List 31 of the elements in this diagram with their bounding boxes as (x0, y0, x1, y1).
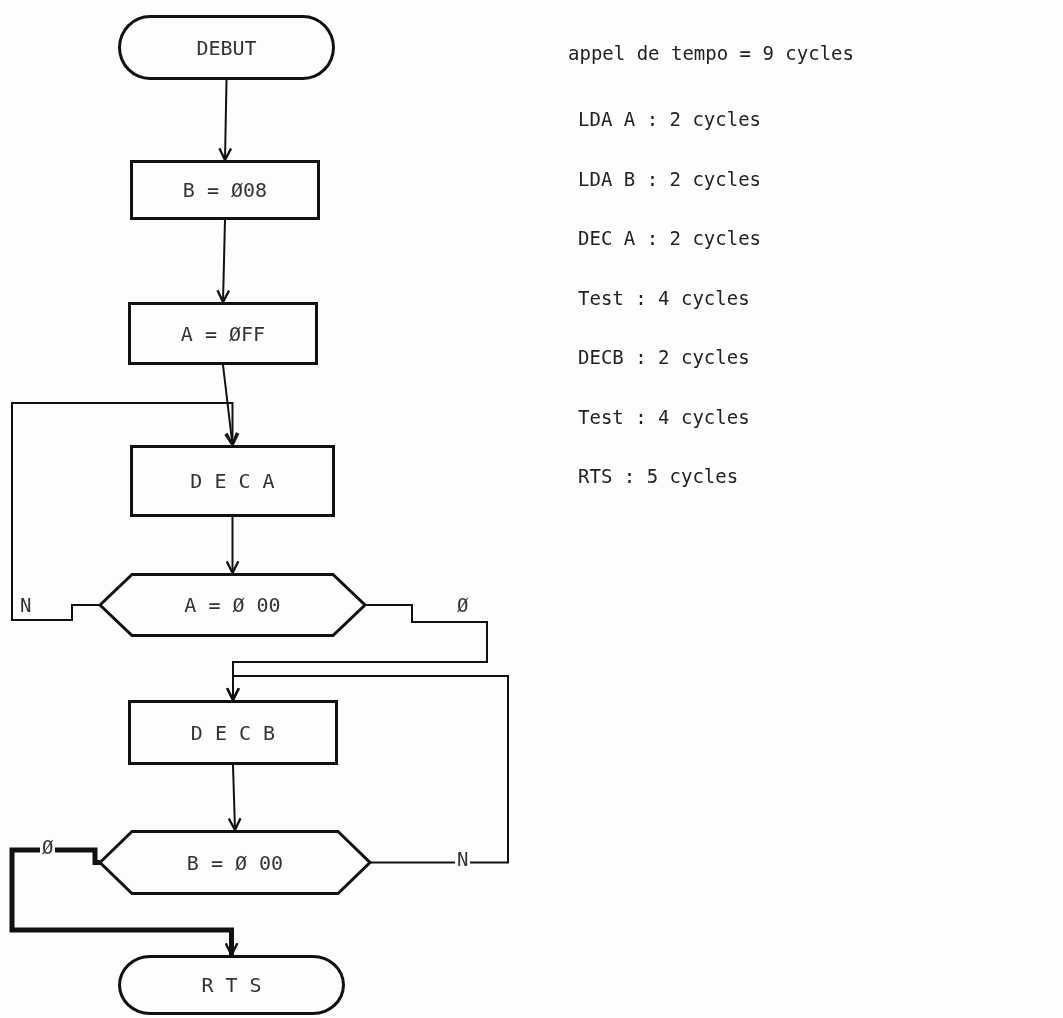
timing-note: LDA A : 2 cycles (578, 108, 762, 130)
node-label: DEBUT (196, 35, 257, 60)
node-label: D E C B (190, 720, 276, 745)
flow-arrow (9, 847, 239, 957)
flow-arrow (226, 675, 509, 864)
flow-arrow (218, 79, 233, 162)
node-label: B = Ø 00 (186, 850, 284, 875)
process-box (128, 302, 318, 365)
timing-note: Test : 4 cycles (578, 405, 750, 428)
timing-note: Test : 4 cycles (578, 286, 750, 309)
node-label: A = ØFF (180, 321, 266, 346)
node-label: R T S (201, 973, 262, 997)
process-box (130, 160, 320, 220)
node-label: B = Ø08 (182, 178, 268, 202)
flow-arrow (227, 764, 242, 832)
decision-hexagon (100, 573, 365, 637)
flow-arrow (225, 516, 240, 575)
process-box (128, 700, 338, 765)
timing-note: appel de tempo = 9 cycles (568, 42, 854, 64)
timing-note: DECB : 2 cycles (578, 346, 750, 368)
process-box (130, 445, 335, 517)
timing-note: DEC A : 2 cycles (578, 227, 762, 249)
timing-note: LDA B : 2 cycles (578, 167, 762, 190)
decision-hexagon (100, 830, 370, 895)
node-label: D E C A (190, 469, 275, 493)
timing-note: RTS : 5 cycles (578, 465, 739, 487)
flow-arrow (11, 402, 240, 621)
flow-arrow (216, 219, 231, 304)
node-label: A = Ø 00 (184, 593, 281, 617)
edge-label: Ø (455, 594, 471, 616)
edge-label: Ø (40, 836, 56, 858)
